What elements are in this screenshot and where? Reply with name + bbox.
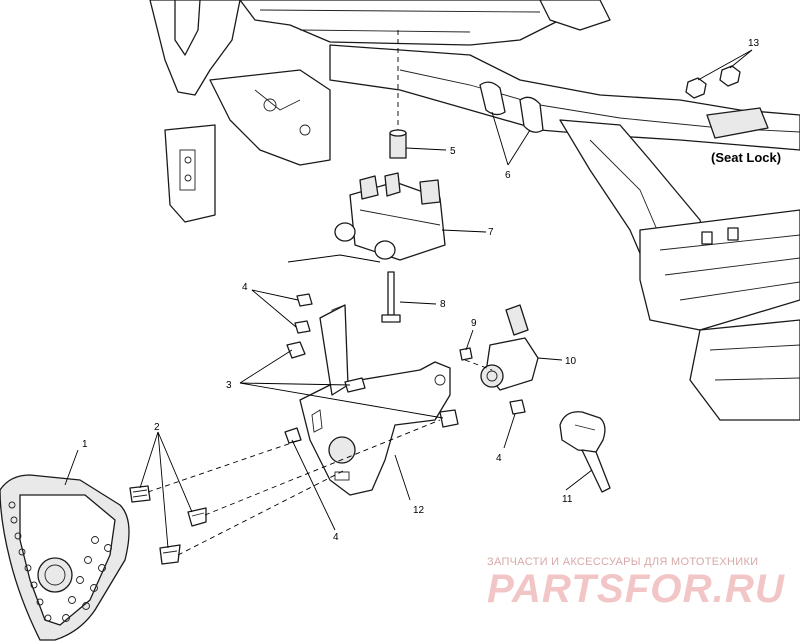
callout-10: 10 (565, 356, 577, 367)
callout-8: 8 (440, 299, 446, 310)
callout-9: 9 (471, 318, 477, 329)
callout-11: 11 (562, 494, 573, 505)
assembly-lines (147, 30, 493, 556)
vehicle-frame (149, 0, 800, 421)
callout-labels: 1 2 3 4 4 4 5 6 7 8 9 10 11 12 13 (Seat … (82, 38, 781, 543)
callout-1: 1 (82, 439, 88, 450)
grommets (286, 341, 459, 428)
callout-4-right: 4 (496, 453, 502, 464)
seat-lock-parts (685, 65, 769, 139)
callout-5: 5 (450, 146, 456, 157)
callout-13: 13 (748, 38, 760, 49)
long-bolt (381, 271, 401, 323)
callout-3: 3 (226, 380, 232, 391)
callout-12: 12 (413, 505, 425, 516)
mounting-bracket (299, 304, 451, 496)
watermark-logo: PARTSFOR.RU (487, 567, 785, 611)
ignition-switch (480, 304, 539, 391)
watermark: ЗАПЧАСТИ И АКСЕССУАРЫ ДЛЯ МОТОТЕХНИКИ PA… (487, 556, 785, 611)
callout-4-lower: 4 (333, 532, 339, 543)
spring-clips (129, 485, 207, 565)
bolts (284, 293, 526, 444)
ignition-coil (334, 172, 446, 261)
callout-4-top: 4 (242, 282, 248, 293)
watermark-subtitle: ЗАПЧАСТИ И АКСЕССУАРЫ ДЛЯ МОТОТЕХНИКИ (487, 556, 758, 568)
headlight-housing (0, 474, 130, 641)
bushing (389, 129, 407, 159)
callout-7: 7 (488, 227, 494, 238)
callout-2: 2 (154, 422, 160, 433)
seat-lock-note: (Seat Lock) (711, 150, 781, 165)
callout-6: 6 (505, 170, 511, 181)
hose-clamps (479, 81, 544, 133)
housing-holes (8, 501, 112, 622)
leader-lines (64, 49, 753, 549)
ignition-key (559, 411, 611, 493)
